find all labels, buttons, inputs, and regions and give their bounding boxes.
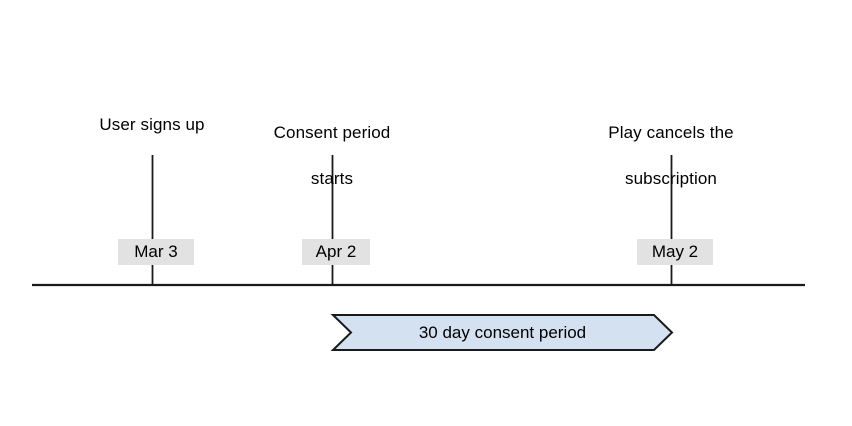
event-caption-play-cancel: Play cancels the subscription xyxy=(571,98,771,213)
date-chip-play-cancel: May 2 xyxy=(637,239,713,265)
consent-period-banner-shape xyxy=(330,314,674,351)
date-chip-signup: Mar 3 xyxy=(118,239,194,265)
event-caption-signup: User signs up xyxy=(99,115,205,134)
event-caption-line-1: Consent period xyxy=(273,123,391,142)
event-caption-consent-start: Consent period starts xyxy=(232,98,432,213)
date-chip-consent-start: Apr 2 xyxy=(302,239,370,265)
event-caption-line-1: Play cancels the xyxy=(608,123,734,142)
consent-period-banner-label: 30 day consent period xyxy=(418,323,587,342)
event-caption-line-2: subscription xyxy=(625,169,717,188)
event-caption-line-2: starts xyxy=(310,169,354,188)
